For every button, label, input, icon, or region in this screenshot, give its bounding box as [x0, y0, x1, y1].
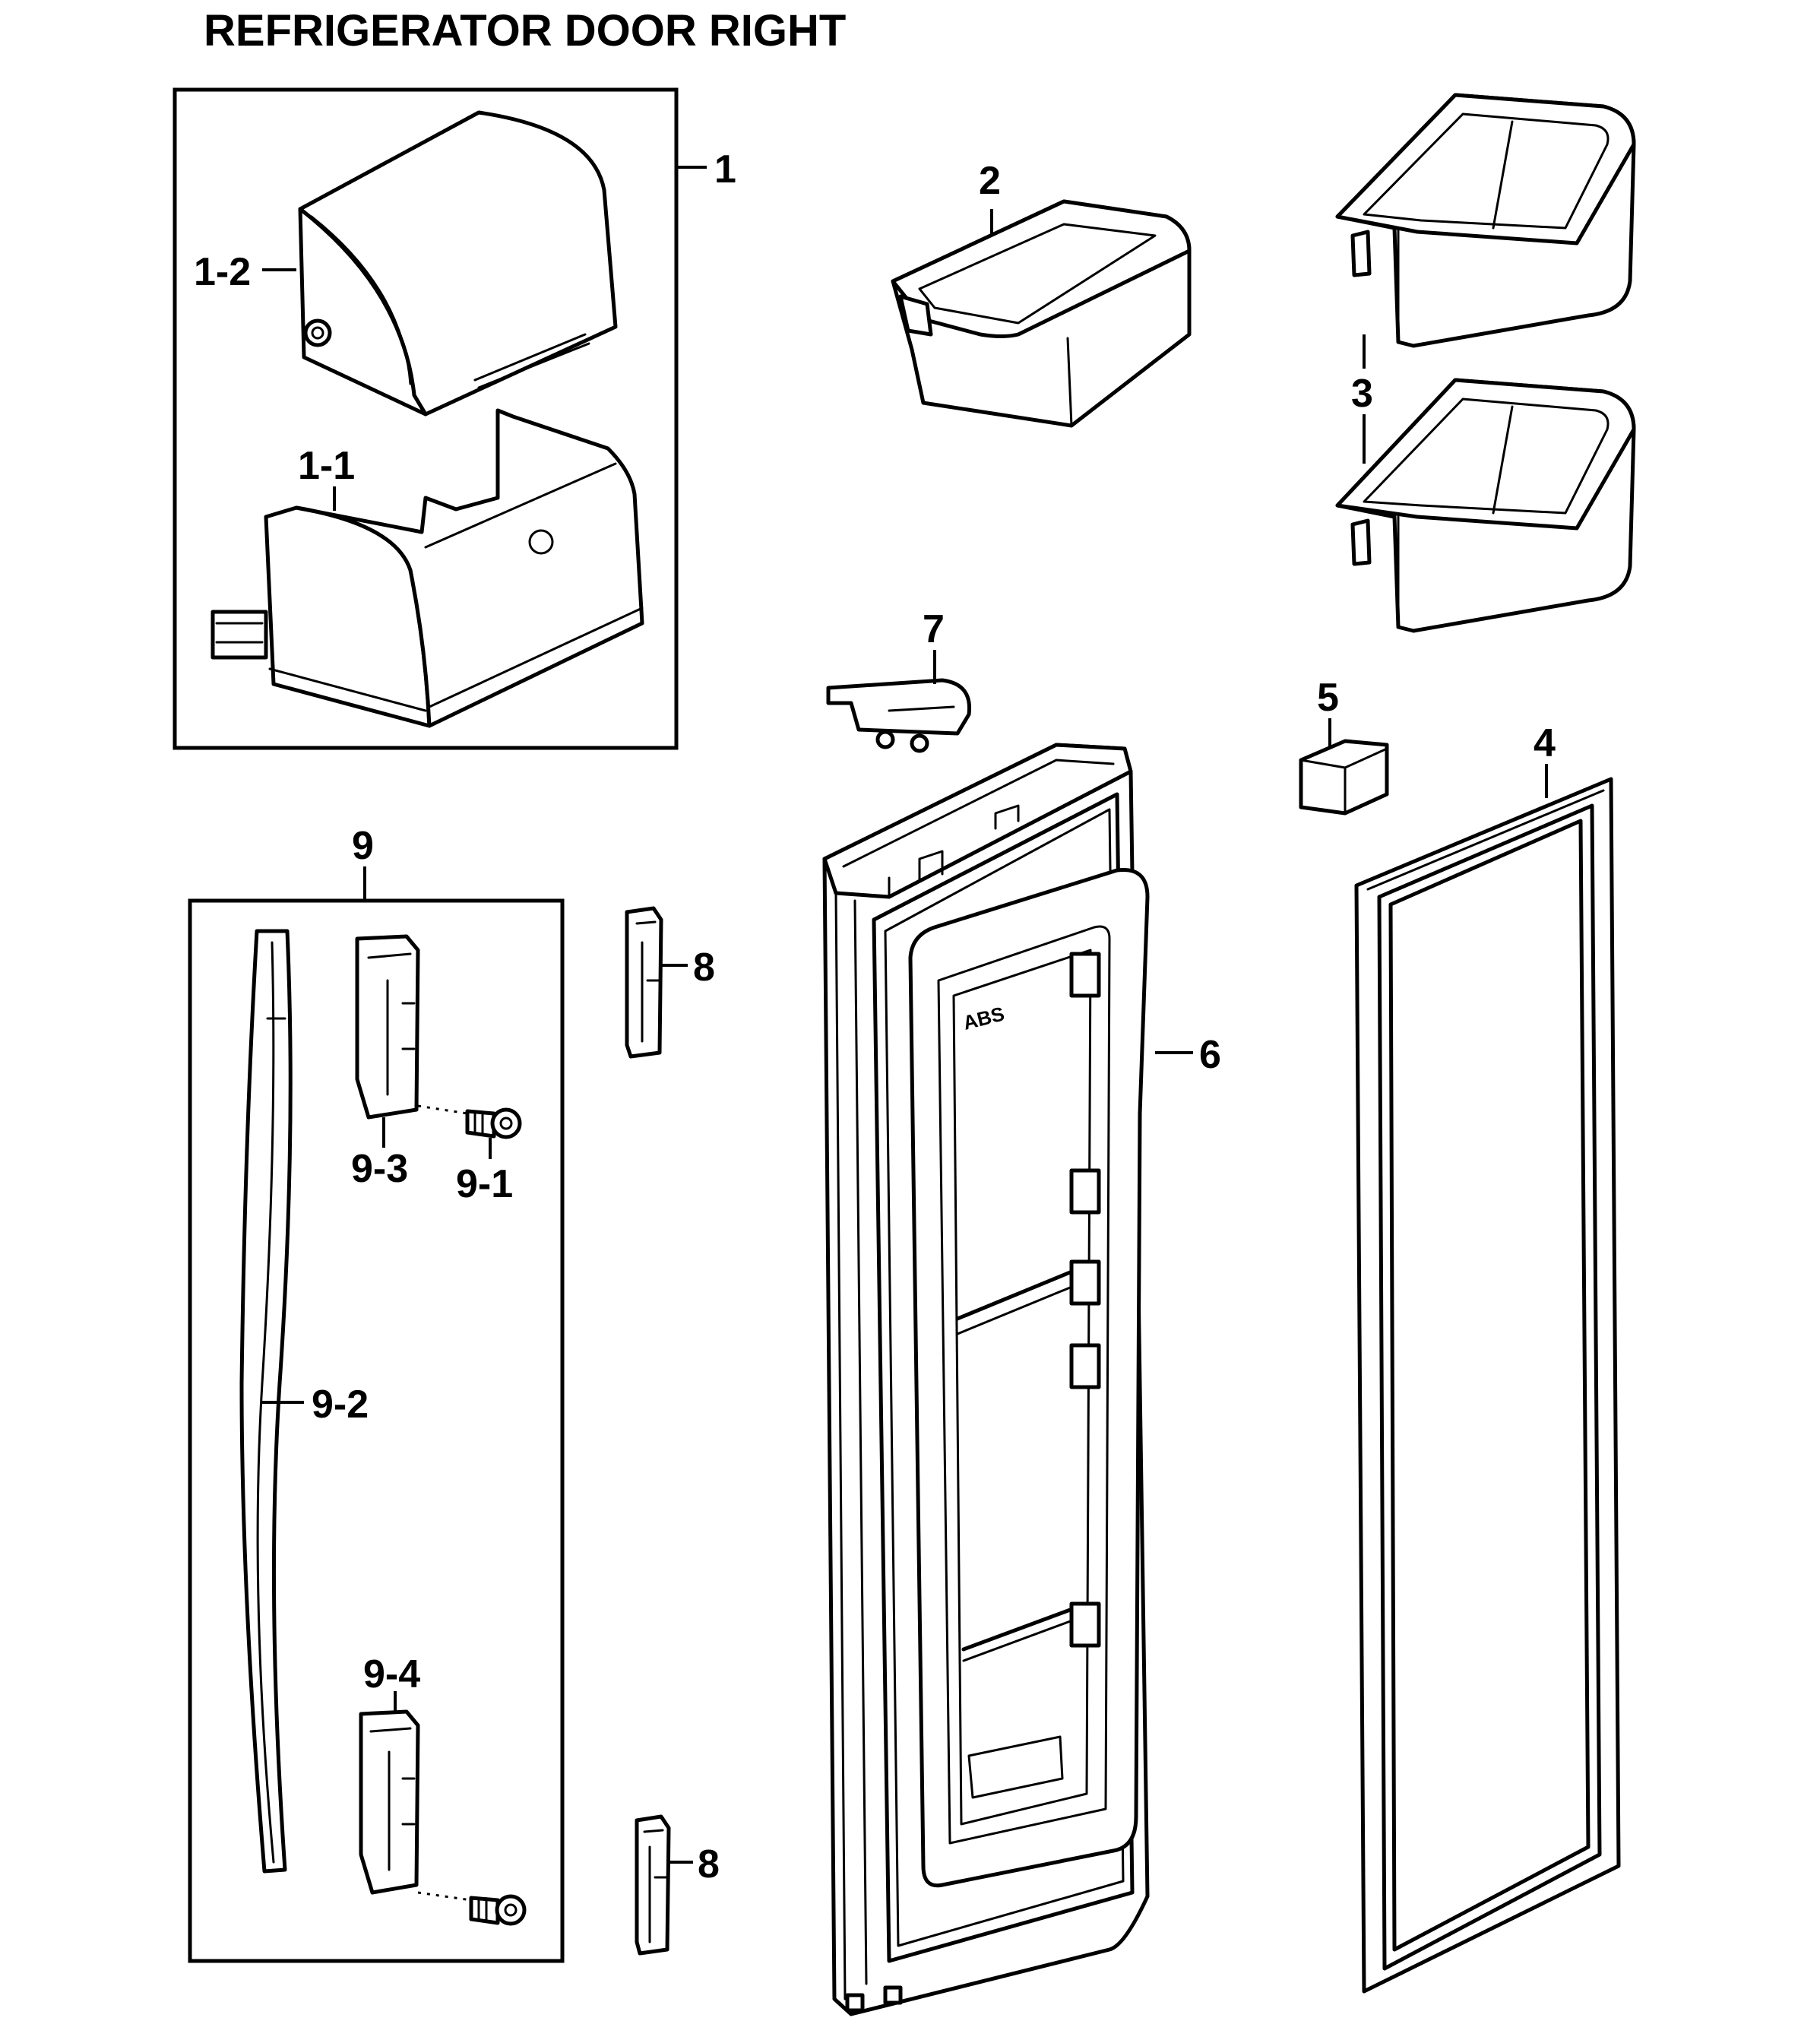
part-8-hinge-bottom	[635, 1814, 671, 1956]
part-3-guard-bottom	[1335, 378, 1636, 633]
part-9-1-screw-lower	[417, 1891, 527, 1926]
callout-7: 7	[923, 607, 945, 651]
part-9-4-clip	[359, 1709, 420, 1895]
part-8-hinge-top	[625, 906, 663, 1059]
callout-9-2: 9-2	[312, 1383, 369, 1427]
part-1-box	[173, 87, 679, 750]
callout-9: 9	[352, 824, 374, 868]
callout-8-top: 8	[693, 946, 715, 990]
callout-1: 1	[714, 147, 736, 192]
callout-2: 2	[979, 159, 1001, 203]
diagram-title: REFRIGERATOR DOOR RIGHT	[204, 6, 846, 55]
part-1-2-cover	[298, 110, 618, 417]
callout-9-3: 9-3	[351, 1147, 408, 1191]
callout-9-4: 9-4	[363, 1652, 420, 1696]
part-1-1-bracket	[210, 408, 644, 728]
part-3-guard-top	[1335, 93, 1636, 348]
callout-1-1: 1-1	[298, 444, 355, 488]
callout-5: 5	[1317, 676, 1339, 720]
callout-1-2: 1-2	[194, 250, 251, 294]
callout-4: 4	[1534, 721, 1556, 765]
part-7-cap	[826, 678, 972, 753]
part-4-gasket	[1354, 777, 1621, 1994]
callout-8-bottom: 8	[698, 1842, 720, 1886]
part-9-3-clip	[355, 934, 420, 1120]
part-2-shelf	[891, 199, 1192, 428]
part-9-1-screw	[417, 1104, 522, 1139]
part-5-switch	[1299, 739, 1389, 816]
callout-9-1: 9-1	[456, 1162, 513, 1206]
part-9-group: 9 9-2 9-3 9-1 9-	[188, 824, 565, 1963]
part-6-door: ABS	[822, 743, 1150, 2016]
part-9-box	[188, 898, 565, 1963]
callout-3: 3	[1351, 372, 1373, 416]
callout-6: 6	[1199, 1033, 1221, 1077]
part-1-group: 1 1-2 1-1	[173, 87, 736, 750]
